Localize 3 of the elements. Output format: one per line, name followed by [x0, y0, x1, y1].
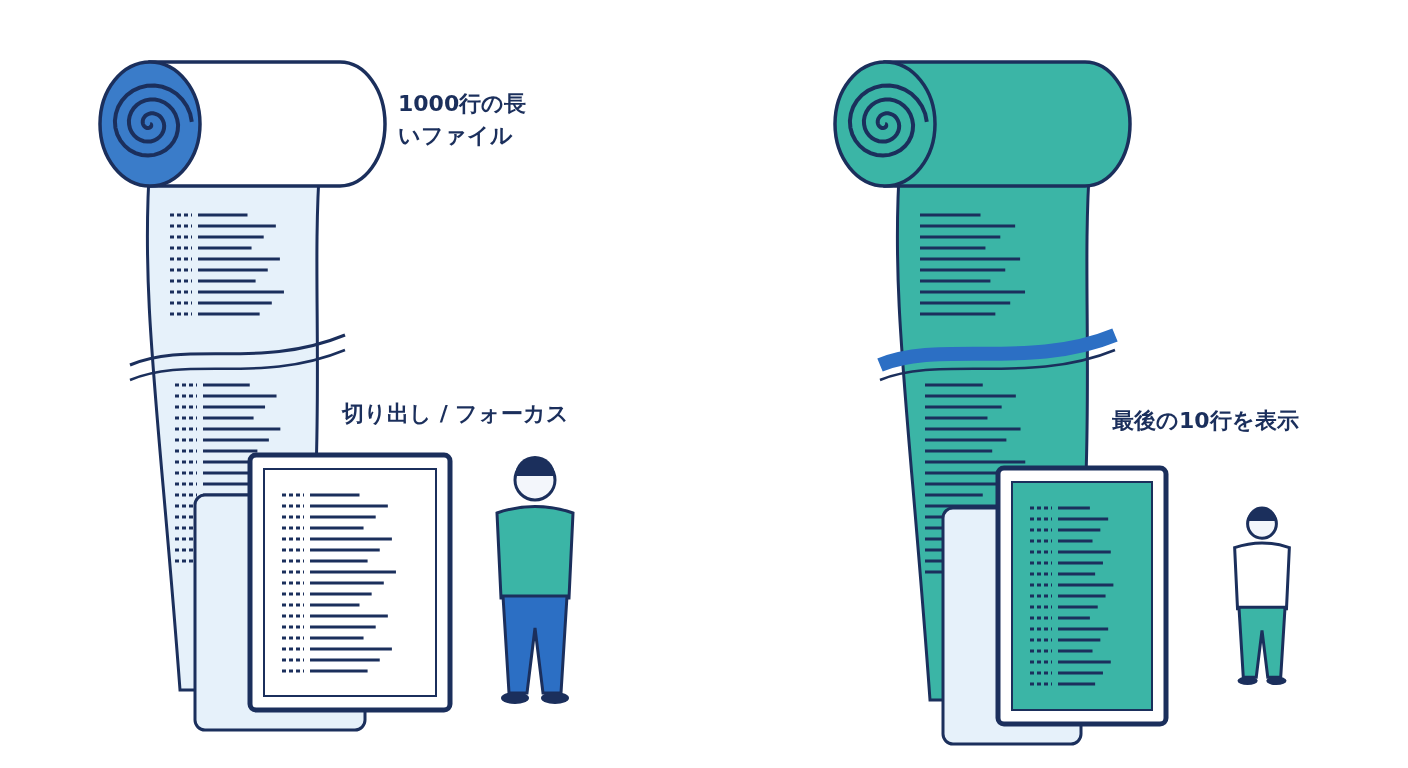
annotation-text: 1000行の長いファイル — [398, 90, 528, 150]
annotation-text: 切り出し / フォーカス — [342, 400, 571, 428]
annotation-text: 最後の10行を表示 — [1112, 407, 1300, 435]
